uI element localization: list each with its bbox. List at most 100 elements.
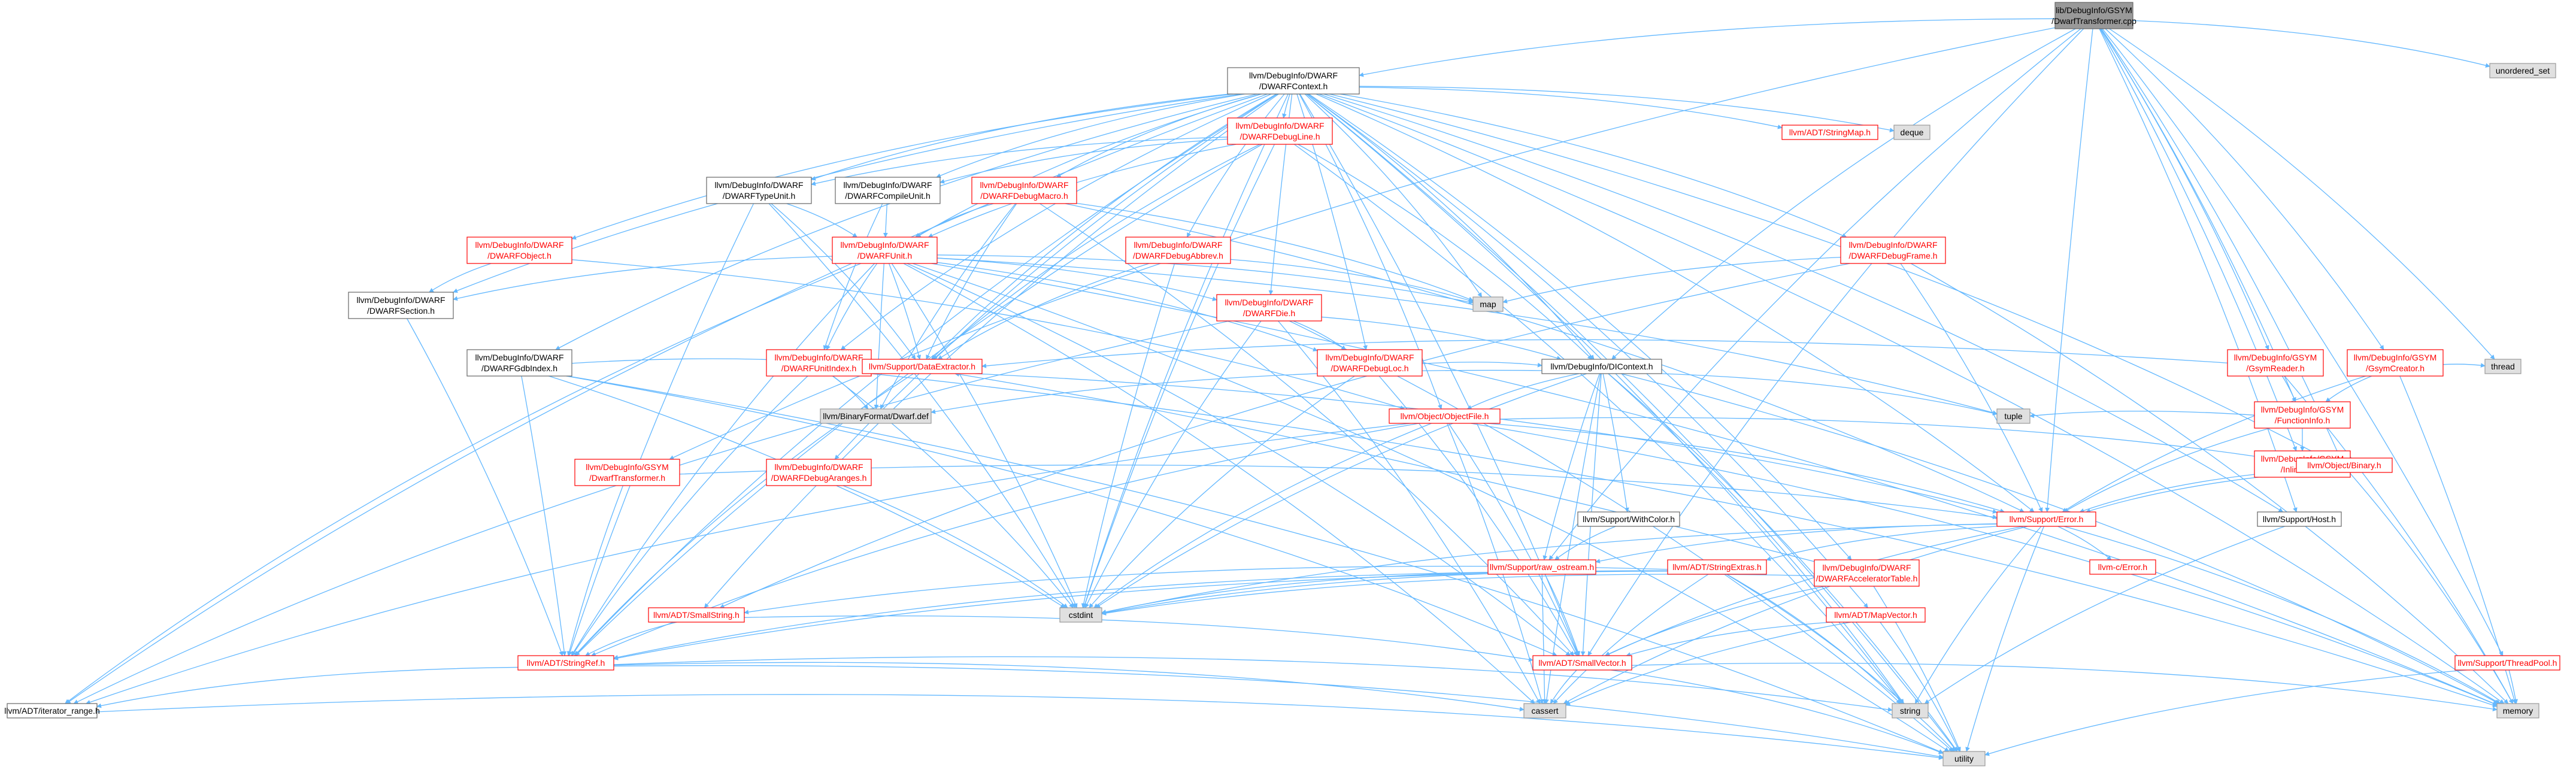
node-label-dwarfunit-0: llvm/DebugInfo/DWARF [840,240,929,250]
node-dwarfdebugaranges[interactable]: llvm/DebugInfo/DWARF/DWARFDebugAranges.h [766,459,872,486]
node-label-stringref-0: llvm/ADT/StringRef.h [527,658,605,668]
node-error[interactable]: llvm/Support/Error.h [1996,511,2096,527]
node-binary[interactable]: llvm/Object/Binary.h [2296,457,2393,473]
edge-root-to-functioninfo [2100,28,2296,402]
node-iteratorrange[interactable]: llvm/ADT/iterator_range.h [4,703,100,719]
node-cassert[interactable]: cassert [1523,703,1566,719]
edge-dwarfdebugmacro-to-dwarfunit [915,203,994,238]
edge-dwarfdie-to-iteratorrange [73,320,1230,704]
edge-dwarfunit-to-cassert [903,263,1535,704]
node-dwarfcompileunit[interactable]: llvm/DebugInfo/DWARF/DWARFCompileUnit.h [835,177,941,204]
node-thread[interactable]: thread [2484,359,2522,374]
node-label-acceltable-0: llvm/DebugInfo/DWARF [1822,563,1911,572]
node-box-dwarfdie [1216,294,1322,322]
node-box-mapvector [1826,607,1926,623]
node-stringextras[interactable]: llvm/ADT/StringExtras.h [1667,559,1767,575]
node-dwarfdef[interactable]: llvm/BinaryFormat/Dwarf.def [820,408,932,424]
node-label-dwarfdie-1: /DWARFDie.h [1243,308,1295,318]
node-dwarfdebugframe[interactable]: llvm/DebugInfo/DWARF/DWARFDebugFrame.h [1840,237,1946,264]
node-dwarfdebugline[interactable]: llvm/DebugInfo/DWARF/DWARFDebugLine.h [1227,117,1333,145]
edge-dataextractor-to-error [975,373,1998,514]
node-utility[interactable]: utility [1942,751,1986,766]
node-dwarfdebugloc[interactable]: llvm/DebugInfo/DWARF/DWARFDebugLoc.h [1317,349,1423,377]
edge-gsymreader-to-functioninfo [2281,375,2296,402]
node-smallstring[interactable]: llvm/ADT/SmallString.h [648,607,745,623]
node-label-functioninfo-0: llvm/DebugInfo/GSYM [2261,405,2344,414]
edge-inlineinfo-to-error [2079,474,2255,513]
node-box-objectfile [1389,408,1501,424]
node-dwarfcontext[interactable]: llvm/DebugInfo/DWARF/DWARFContext.h [1227,67,1360,95]
node-dwarfsection[interactable]: llvm/DebugInfo/DWARF/DWARFSection.h [348,292,454,319]
edge-stringref-to-utility [613,665,1944,759]
node-label-dwarfsection-0: llvm/DebugInfo/DWARF [356,295,445,305]
edge-root-to-binary [2101,28,2341,459]
node-box-utility [1942,751,1986,766]
edge-dwarfdebugabbrev-to-dataextractor [937,263,1150,360]
node-box-cerror [2089,559,2156,575]
node-dwarfobject[interactable]: llvm/DebugInfo/DWARF/DWARFObject.h [466,237,572,264]
node-label-dwarfdef-0: llvm/BinaryFormat/Dwarf.def [823,411,929,421]
node-stringmap[interactable]: llvm/ADT/StringMap.h [1781,125,1878,140]
edge-dwarfcontext-to-smallstring [704,93,1279,608]
edge-dwarfcontext-to-error [1316,93,2035,513]
node-box-stringextras [1667,559,1767,575]
node-rawostream[interactable]: llvm/Support/raw_ostream.h [1487,559,1596,575]
node-dwarfdebugabbrev[interactable]: llvm/DebugInfo/DWARF/DWARFDebugAbbrev.h [1125,237,1231,264]
node-dwarftransformer[interactable]: llvm/DebugInfo/GSYM/DwarfTransformer.h [574,459,680,486]
node-label-dwarfdebugabbrev-1: /DWARFDebugAbbrev.h [1133,251,1223,260]
node-cstdint[interactable]: cstdint [1059,607,1102,623]
node-gsymreader[interactable]: llvm/DebugInfo/GSYM/GsymReader.h [2227,349,2324,377]
node-unordered_set[interactable]: unordered_set [2489,63,2556,78]
edge-dicontext-to-cassert [1544,373,1601,704]
edge-smallstring-to-smallvector [744,615,1534,662]
node-map[interactable]: map [1472,296,1504,312]
edge-dwarfunit-to-cstdint [891,263,1078,608]
edge-dicontext-to-dwarfdef [931,369,1542,414]
node-dwarfdie[interactable]: llvm/DebugInfo/DWARF/DWARFDie.h [1216,294,1322,322]
node-dicontext[interactable]: llvm/DebugInfo/DIContext.h [1541,359,1662,374]
edge-dwarftypeunit-to-stringref [568,203,754,656]
node-string[interactable]: string [1892,703,1929,719]
node-stringref[interactable]: llvm/ADT/StringRef.h [517,655,614,671]
node-deque[interactable]: deque [1893,125,1931,140]
edge-dwarfdie-to-dicontext [1321,316,1562,360]
node-gsymcreator[interactable]: llvm/DebugInfo/GSYM/GsymCreator.h [2347,349,2444,377]
node-box-cstdint [1059,607,1102,623]
node-label-string-0: string [1900,706,1920,716]
node-cerror[interactable]: llvm-c/Error.h [2089,559,2156,575]
edge-rawostream-to-cassert [1541,574,1547,704]
node-box-dwarfdef [820,408,932,424]
node-functioninfo[interactable]: llvm/DebugInfo/GSYM/FunctionInfo.h [2254,401,2351,429]
node-box-dwarfdebugmacro [971,177,1077,204]
node-box-dwarftransformer [574,459,680,486]
node-host[interactable]: llvm/Support/Host.h [2257,511,2342,527]
node-dwarftypeunit[interactable]: llvm/DebugInfo/DWARF/DWARFTypeUnit.h [706,177,812,204]
node-label-memory-0: memory [2503,706,2533,716]
edge-dwarfunit-to-dwarfdebugloc [937,262,1318,351]
edge-gsymcreator-to-error [2062,375,2366,513]
node-dwarfdebugmacro[interactable]: llvm/DebugInfo/DWARF/DWARFDebugMacro.h [971,177,1077,204]
node-tuple[interactable]: tuple [1996,408,2031,424]
edge-error-to-stringextras [1766,526,1998,561]
node-memory[interactable]: memory [2496,703,2539,719]
node-dwarfunitindex[interactable]: llvm/DebugInfo/DWARF/DWARFUnitIndex.h [766,349,872,377]
edge-dicontext-to-objectfile [1466,373,1580,410]
node-dwarfunit[interactable]: llvm/DebugInfo/DWARF/DWARFUnit.h [832,237,938,264]
node-mapvector[interactable]: llvm/ADT/MapVector.h [1826,607,1926,623]
node-dwarfgdbindex[interactable]: llvm/DebugInfo/DWARF/DWARFGdbIndex.h [466,349,572,377]
node-label-dwarfdebugframe-1: /DWARFDebugFrame.h [1848,251,1937,260]
edge-dwarfdebugline-to-string [1294,144,1903,704]
node-dataextractor[interactable]: llvm/Support/DataExtractor.h [862,359,983,374]
node-smallvector[interactable]: llvm/ADT/SmallVector.h [1532,655,1632,671]
node-box-host [2257,511,2342,527]
node-objectfile[interactable]: llvm/Object/ObjectFile.h [1389,408,1501,424]
node-label-gsymcreator-0: llvm/DebugInfo/GSYM [2354,353,2437,362]
node-root[interactable]: lib/DebugInfo/GSYM/DwarfTransformer.cpp [2051,2,2136,29]
node-label-stringextras-0: llvm/ADT/StringExtras.h [1672,562,1762,572]
node-acceltable[interactable]: llvm/DebugInfo/DWARF/DWARFAcceleratorTab… [1814,559,1920,587]
node-threadpool[interactable]: llvm/Support/ThreadPool.h [2454,655,2560,671]
edge-dwarfdebugmacro-to-dwarfdef [880,203,1016,410]
edge-dwarfdebugaranges-to-cstdint [842,485,1068,608]
node-label-dwarfobject-0: llvm/DebugInfo/DWARF [475,240,563,250]
node-withcolor[interactable]: llvm/Support/WithColor.h [1577,511,1680,527]
